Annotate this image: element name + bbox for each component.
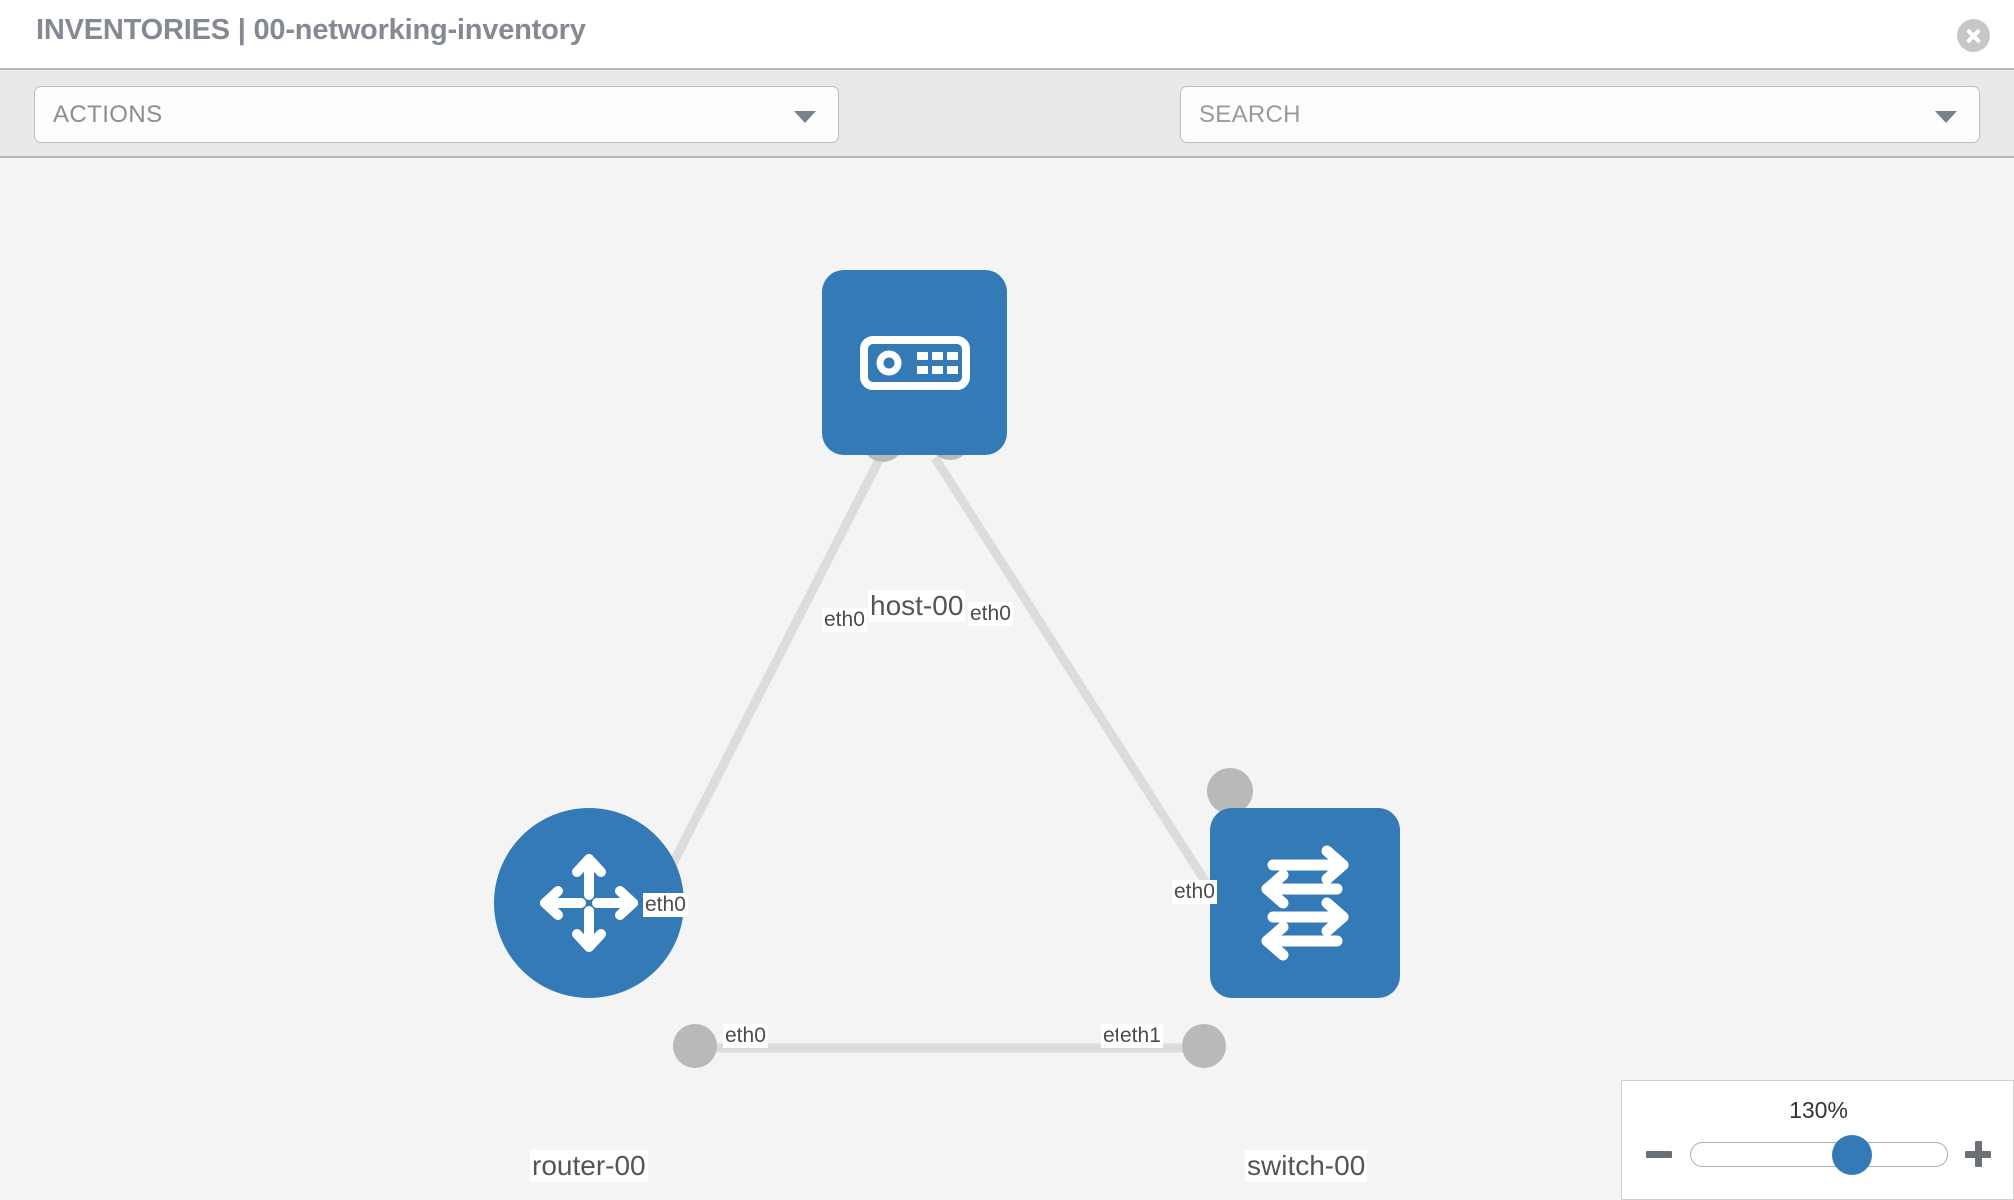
zoom-slider-thumb[interactable] bbox=[1832, 1135, 1873, 1175]
search-chevron-down-icon[interactable] bbox=[1935, 111, 1957, 123]
node-switch-00[interactable] bbox=[1210, 808, 1400, 998]
chevron-down-icon bbox=[794, 111, 816, 123]
node-host-00-shape[interactable] bbox=[822, 270, 1007, 455]
zoom-slider[interactable] bbox=[1690, 1135, 1948, 1175]
actions-dropdown-label: ACTIONS bbox=[53, 101, 163, 128]
port-nub-switch-north[interactable] bbox=[1207, 768, 1253, 814]
port-nub-router-east[interactable] bbox=[673, 1024, 717, 1068]
zoom-out-button[interactable] bbox=[1642, 1137, 1676, 1171]
search-placeholder: SEARCH bbox=[1199, 101, 1301, 128]
node-host-00[interactable] bbox=[822, 270, 1007, 455]
link-host00-router00 bbox=[635, 455, 885, 931]
toolbar: ACTIONS SEARCH bbox=[0, 68, 2014, 193]
zoom-level-value: 130% bbox=[1789, 1097, 1848, 1123]
node-switch-00-shape[interactable] bbox=[1210, 808, 1400, 998]
server-icon bbox=[859, 335, 970, 390]
topology-links bbox=[635, 455, 1239, 1053]
router-icon bbox=[540, 854, 638, 952]
switch-icon bbox=[1261, 845, 1349, 961]
node-host-00-label: host-00 bbox=[868, 590, 966, 622]
link-host00-switch00 bbox=[931, 455, 1239, 931]
close-icon[interactable] bbox=[1957, 19, 1990, 52]
page-title: INVENTORIES | 00-networking-inventory bbox=[36, 14, 586, 46]
port-label-host-left: eth0 bbox=[822, 608, 867, 632]
node-router-00-label: router-00 bbox=[530, 1150, 648, 1182]
zoom-control-panel: 130% bbox=[1621, 1080, 2014, 1200]
topology-canvas[interactable]: host-00 router-00 bbox=[0, 158, 2014, 1200]
port-label-router-east: eth0 bbox=[723, 1024, 768, 1048]
port-label-switch-north: eth0 bbox=[1172, 880, 1217, 904]
page-header: INVENTORIES | 00-networking-inventory bbox=[0, 0, 2014, 68]
search-input[interactable]: SEARCH bbox=[1180, 86, 1980, 143]
port-label-host-right: eth0 bbox=[968, 602, 1013, 626]
actions-dropdown[interactable]: ACTIONS bbox=[34, 86, 839, 143]
topology-graph: host-00 router-00 bbox=[0, 158, 2014, 1200]
zoom-in-button[interactable] bbox=[1961, 1137, 1995, 1171]
port-label-router-north: eth0 bbox=[643, 893, 688, 917]
port-nub-switch-west[interactable] bbox=[1182, 1024, 1226, 1068]
port-label-switch-west: eth1 bbox=[1118, 1024, 1163, 1048]
node-switch-00-label: switch-00 bbox=[1245, 1150, 1368, 1182]
